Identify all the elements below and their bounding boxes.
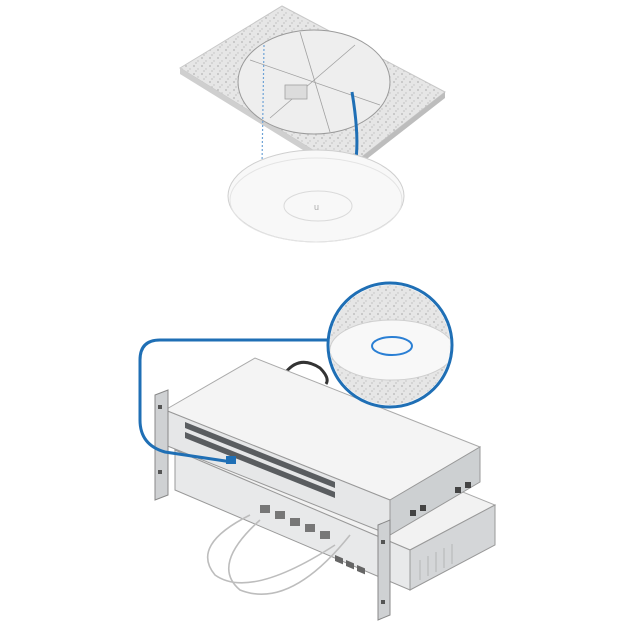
switch-ports	[185, 421, 335, 498]
led-ring	[283, 190, 353, 222]
ubiquiti-logo-icon: u	[314, 202, 319, 212]
led-ring	[371, 336, 413, 356]
rj45-connector	[226, 456, 236, 464]
ceiling-scene: u	[179, 5, 446, 243]
access-point	[330, 319, 450, 381]
rack-rail-right	[377, 519, 391, 621]
zoom-inset	[326, 281, 454, 409]
ethernet-cable-blue	[138, 338, 330, 464]
access-point	[227, 149, 405, 243]
fiber-cable	[228, 519, 351, 595]
uplink-cable-grey	[284, 360, 329, 385]
rack-scene	[138, 281, 497, 621]
fiber-cable	[206, 514, 336, 584]
alignment-guide	[261, 44, 265, 166]
